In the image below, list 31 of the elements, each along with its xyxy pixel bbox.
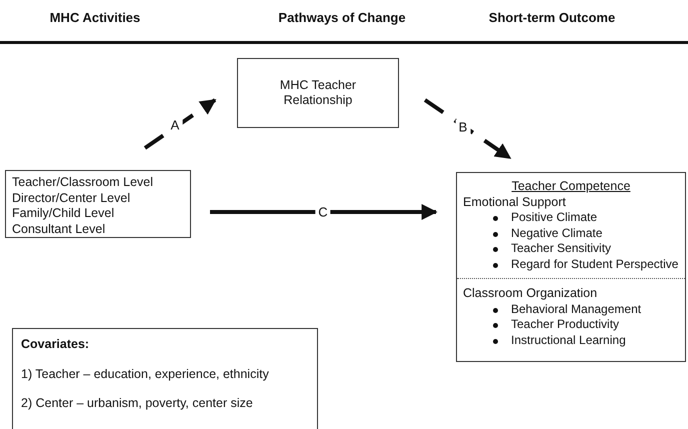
box-text: Teacher/Classroom Level	[12, 175, 154, 190]
list-item: Teacher Sensitivity	[511, 241, 612, 255]
box-text: 1) Teacher – education, experience, ethnicity	[21, 366, 270, 382]
outcome-box	[456, 172, 686, 362]
list-item: Behavioral Management	[511, 302, 642, 316]
list-item: Instructional Learning	[511, 332, 626, 346]
section-heading: Classroom Organization	[463, 285, 598, 302]
edge-label: B	[456, 120, 470, 134]
edge-label: C	[315, 204, 331, 220]
box-text: MHC Teacher Relationship	[278, 78, 358, 108]
box-heading: Teacher Competence	[510, 179, 632, 194]
box-text: Consultant Level	[12, 222, 106, 237]
arrow	[144, 98, 216, 150]
activities-box	[5, 170, 191, 238]
box-heading: Covariates:	[21, 337, 90, 352]
edge-label: A	[168, 118, 182, 132]
list-item: Negative Climate	[511, 226, 602, 240]
list-item: Regard for Student Perspective	[511, 256, 678, 270]
list-item: Teacher Productivity	[511, 317, 620, 331]
arrow	[210, 204, 438, 220]
list-item: Positive Climate	[511, 210, 598, 224]
box-text: Family/Child Level	[12, 206, 116, 222]
column-heading: Short-term Outcome	[488, 10, 616, 25]
box-text: Director/Center Level	[12, 190, 132, 206]
arrow	[424, 98, 512, 160]
section-heading: Emotional Support	[463, 194, 567, 210]
column-heading: MHC Activities	[50, 10, 140, 25]
column-heading: Pathways of Change	[278, 10, 406, 25]
box-text: 2) Center – urbanism, poverty, center size	[21, 396, 254, 412]
process-box	[237, 58, 399, 128]
covariates-box	[12, 328, 318, 429]
